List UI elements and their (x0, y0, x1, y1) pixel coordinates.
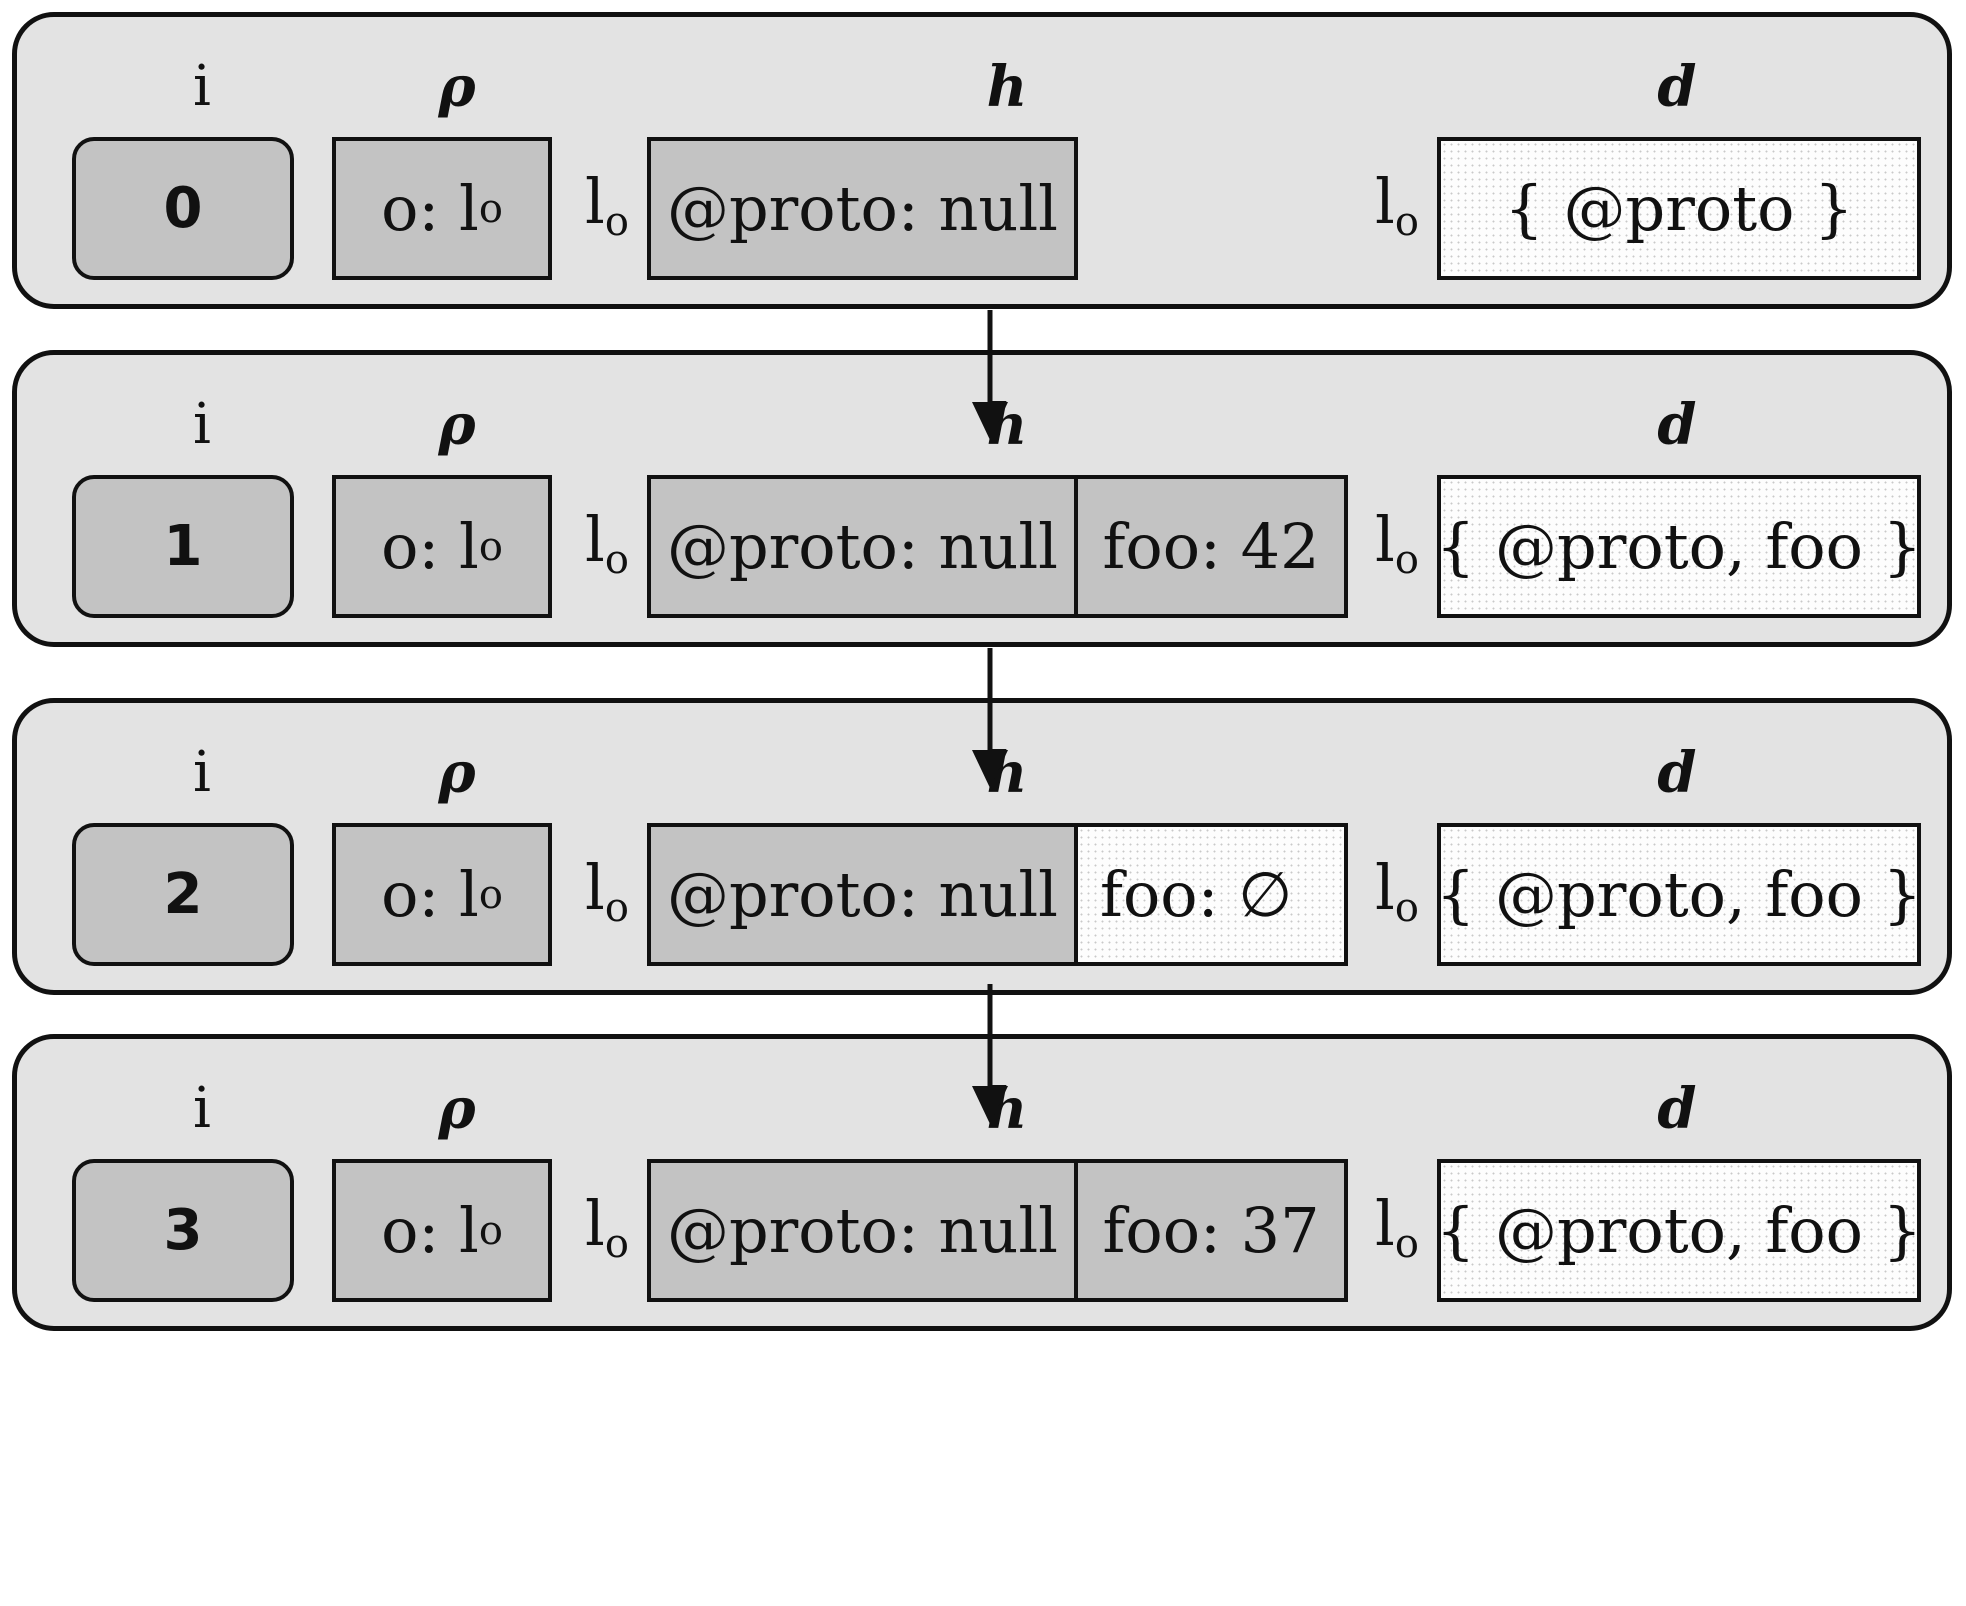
arrow-head (972, 402, 1008, 440)
location-subscript: o (1394, 1221, 1419, 1267)
location-base: l (585, 1187, 605, 1260)
header-h: h (986, 54, 1028, 120)
heap-proto-cell: @proto: null (651, 141, 1074, 276)
environment-var: o: l (381, 172, 479, 245)
heap-location-label: lo (585, 167, 629, 257)
location-base: l (1375, 851, 1395, 924)
location-subscript: o (1394, 199, 1419, 245)
location-subscript: o (604, 199, 629, 245)
heap-object: @proto: null (647, 137, 1078, 280)
domain-location-label: lo (1375, 167, 1419, 257)
location-subscript: o (604, 537, 629, 583)
step-index: 3 (72, 1159, 294, 1302)
transition-arrow (972, 984, 1008, 1124)
environment-var: o: l (381, 1194, 479, 1267)
step-index: 2 (72, 823, 294, 966)
header-rho: ρ (438, 392, 476, 458)
location-subscript: o (1394, 885, 1419, 931)
environment-loc-sub: o (478, 523, 503, 570)
environment-loc-sub: o (478, 1207, 503, 1254)
header-rho: ρ (438, 740, 476, 806)
location-base: l (1375, 165, 1395, 238)
header-rho: ρ (438, 54, 476, 120)
header-d: d (1657, 54, 1697, 120)
location-subscript: o (604, 1221, 629, 1267)
location-base: l (1375, 503, 1395, 576)
transition-arrow (972, 648, 1008, 788)
location-base: l (1375, 1187, 1395, 1260)
location-base: l (585, 165, 605, 238)
location-base: l (585, 851, 605, 924)
heap-location-label: lo (585, 853, 629, 943)
environment-loc-sub: o (478, 185, 503, 232)
location-base: l (585, 503, 605, 576)
heap-foo-cell: foo: ∅ (1074, 827, 1344, 962)
heap-location-label: lo (585, 1189, 629, 1279)
domain-location-label: lo (1375, 1189, 1419, 1279)
header-d: d (1657, 740, 1697, 806)
header-d: d (1657, 392, 1697, 458)
heap-foo-cell: foo: 37 (1074, 1163, 1344, 1298)
environment-var: o: l (381, 858, 479, 931)
environment-loc-sub: o (478, 871, 503, 918)
domain-location-label: lo (1375, 853, 1419, 943)
heap-proto-cell: @proto: null (651, 479, 1074, 614)
transition-arrow (972, 310, 1008, 440)
header-i: i (193, 392, 211, 457)
step-index: 0 (72, 137, 294, 280)
heap-proto-cell: @proto: null (651, 827, 1074, 962)
header-i: i (193, 1076, 211, 1141)
heap-foo-cell: foo: 42 (1074, 479, 1344, 614)
arrow-head (972, 750, 1008, 788)
header-d: d (1657, 1076, 1697, 1142)
step-index: 1 (72, 475, 294, 618)
environment-var: o: l (381, 510, 479, 583)
header-rho: ρ (438, 1076, 476, 1142)
arrow-head (972, 1086, 1008, 1124)
location-subscript: o (1394, 537, 1419, 583)
header-i: i (193, 54, 211, 119)
heap-location-label: lo (585, 505, 629, 595)
location-subscript: o (604, 885, 629, 931)
domain-set: { @proto, foo } (1436, 475, 1922, 618)
domain-location-label: lo (1375, 505, 1419, 595)
domain-set: { @proto } (1437, 137, 1921, 280)
heap-proto-cell: @proto: null (651, 1163, 1074, 1298)
domain-set: { @proto, foo } (1436, 1159, 1922, 1302)
domain-set: { @proto, foo } (1436, 823, 1922, 966)
header-i: i (193, 740, 211, 805)
